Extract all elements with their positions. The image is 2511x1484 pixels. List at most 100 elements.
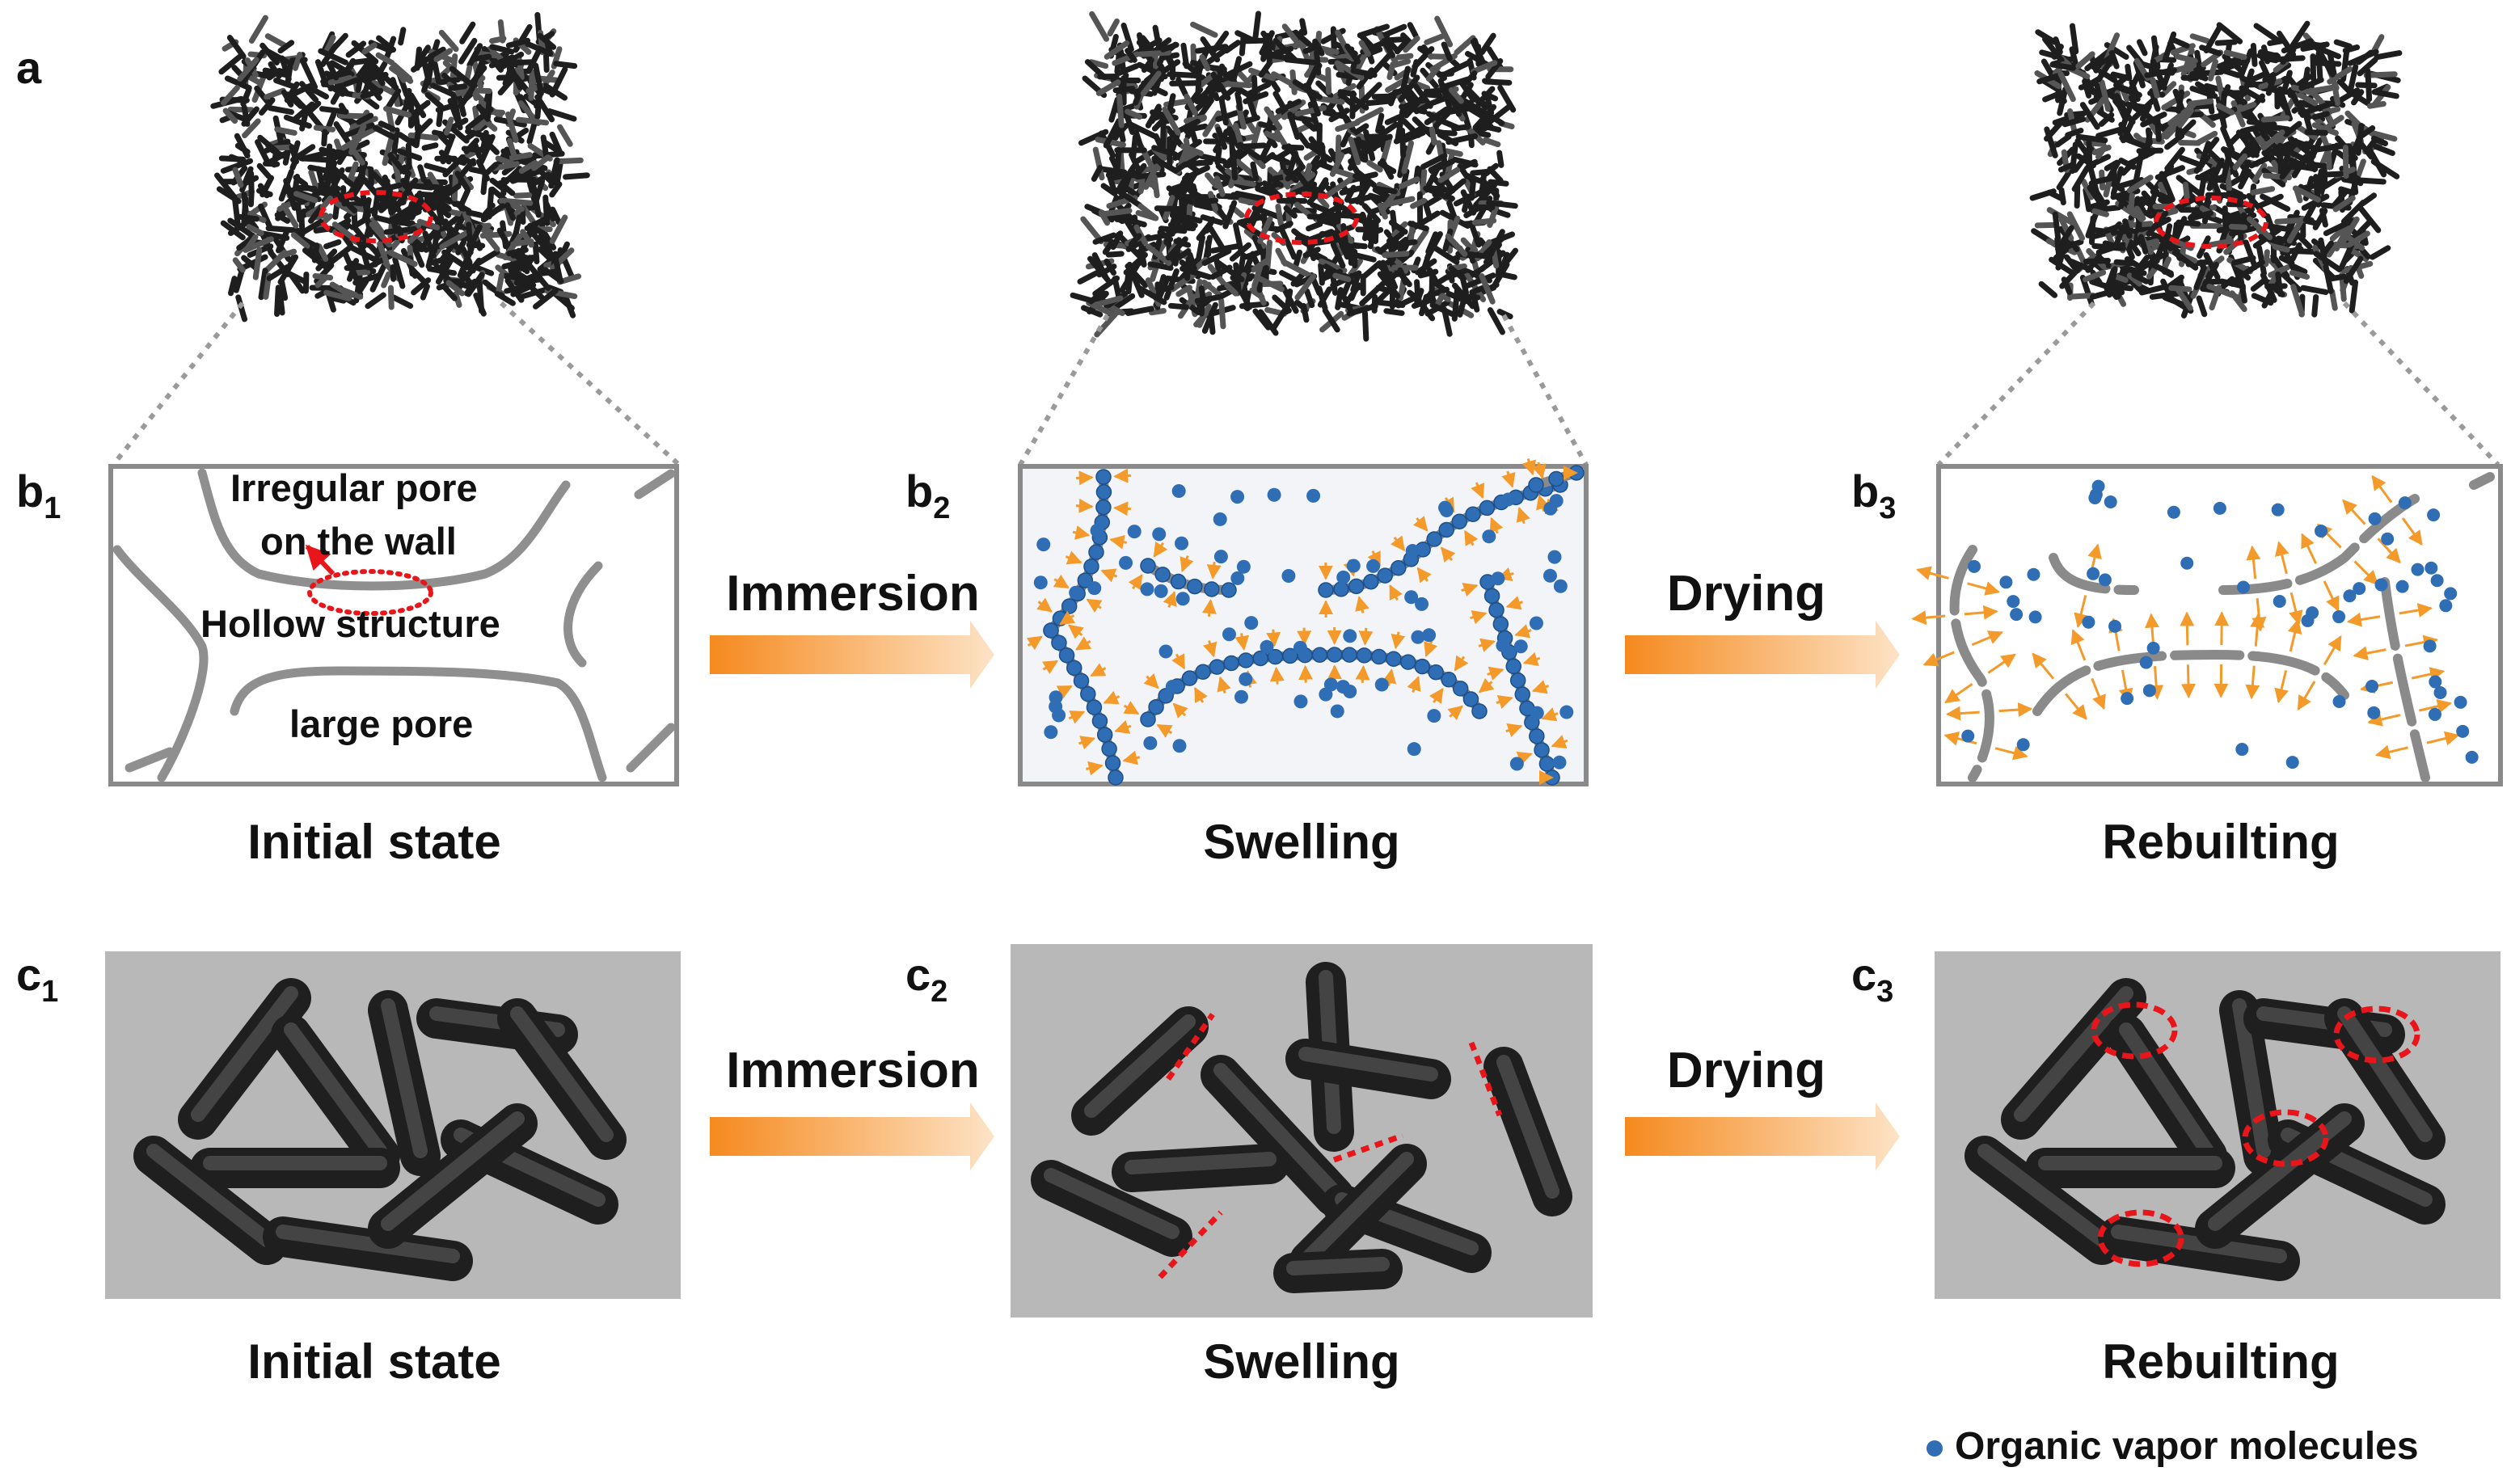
fiber-highlight — [2232, 998, 2271, 1158]
b2-free-molecule — [1036, 538, 1051, 552]
b3-free-molecule — [2332, 695, 2346, 709]
framework-initial — [210, 11, 590, 323]
b3-release-arrow — [2074, 595, 2088, 629]
fiber-highlight — [2208, 1111, 2352, 1231]
b2-adsorbed-molecule — [1426, 531, 1442, 547]
b2-adsorbed-molecule — [1043, 622, 1059, 639]
b2-adsorbed-molecule — [1095, 469, 1112, 485]
b2-adsorbed-molecule — [1428, 664, 1444, 681]
b3-release-arrow — [1994, 745, 2028, 761]
fiber-highlight — [1496, 1055, 1559, 1199]
b3-release-arrow — [2274, 541, 2289, 575]
b2-free-molecule — [1422, 628, 1437, 643]
b2-free-molecule — [1330, 704, 1344, 719]
b2-force-arrow — [1551, 735, 1568, 748]
b2-free-molecule — [1049, 699, 1063, 714]
b3-free-molecule — [2091, 479, 2105, 493]
b3-release-arrow — [2064, 693, 2087, 720]
b2-force-arrow — [1103, 690, 1120, 705]
b2-free-molecule — [1553, 579, 1568, 593]
fiber-highlight — [2337, 1006, 2433, 1142]
b2-free-molecule — [1127, 525, 1142, 539]
b2-adsorbed-molecule — [1438, 521, 1454, 538]
fiber-highlight — [276, 1225, 460, 1263]
b3-free-molecule — [2028, 610, 2042, 624]
b3-release-arrow — [2145, 613, 2159, 647]
b3-release-arrow — [2346, 612, 2381, 627]
b2-free-molecule — [1415, 597, 1429, 611]
b2-free-molecule — [1374, 677, 1389, 692]
b2-adsorbed-molecule — [1400, 654, 1416, 670]
b2-free-molecule — [1172, 739, 1187, 753]
b2-free-molecule — [1346, 559, 1361, 573]
pore-highlight-a1 — [319, 190, 433, 243]
b3-release-arrow — [2342, 499, 2366, 525]
panel-label-c3: c3 — [1851, 949, 1894, 1009]
b2-force-arrow — [1407, 676, 1421, 694]
b2-free-molecule — [1236, 559, 1251, 574]
b3-free-molecule — [2374, 578, 2388, 592]
b2-free-molecule — [1404, 590, 1419, 605]
b2-adsorbed-molecule — [1195, 664, 1211, 680]
b3-free-molecule — [2108, 619, 2122, 633]
b2-adsorbed-molecule — [1548, 470, 1564, 487]
b2-adsorbed-molecule — [1391, 559, 1407, 576]
b3-release-arrow — [2419, 698, 2453, 714]
b3-free-molecule — [2381, 532, 2395, 546]
b2-force-arrow — [1075, 470, 1094, 486]
b3-free-molecule — [2315, 524, 2328, 538]
b2-free-molecule — [1427, 709, 1441, 723]
b2-free-molecule — [1267, 487, 1281, 502]
b2-adsorbed-molecule — [1066, 660, 1082, 677]
b2-free-molecule — [1509, 757, 1524, 771]
b3-free-molecule — [2365, 680, 2379, 694]
b2-free-molecule — [1033, 575, 1048, 590]
framework-swollen — [1070, 11, 1519, 342]
b2-adsorbed-molecule — [1441, 672, 1457, 688]
fiber-highlight — [381, 998, 428, 1158]
b3-release-arrow — [1971, 630, 2003, 647]
b2-free-molecule — [1119, 555, 1133, 570]
b3-free-molecule — [2411, 563, 2424, 576]
b3-free-molecule — [2439, 599, 2453, 613]
b2-force-arrow — [1478, 638, 1496, 652]
b3-panel — [1911, 464, 2503, 786]
b3-free-molecule — [2142, 684, 2156, 698]
b2-force-arrow — [1068, 624, 1084, 639]
fiber-highlight — [1084, 1014, 1196, 1118]
b2-force-arrow — [1123, 701, 1140, 715]
b2-force-arrow — [1501, 470, 1516, 488]
b2-adsorbed-molecule — [1061, 598, 1078, 614]
b2-free-molecule — [1044, 725, 1058, 740]
b2-adsorbed-molecule — [1095, 499, 1112, 516]
panel-label-a: a — [16, 42, 42, 93]
b3-release-arrow — [1911, 610, 1946, 626]
b2-free-molecule — [1230, 490, 1245, 504]
b2-force-arrow — [1269, 666, 1285, 685]
b2-free-molecule — [1552, 755, 1567, 769]
b3-free-molecule — [2424, 561, 2438, 575]
b3-free-molecule — [2088, 491, 2102, 504]
fiber-highlight — [2119, 1022, 2214, 1158]
b2-adsorbed-molecule — [1529, 728, 1545, 744]
b2-free-molecule — [1143, 736, 1158, 750]
b2-adsorbed-molecule — [1083, 559, 1099, 575]
immersion-label-c: Immersion — [726, 1043, 980, 1098]
b2-force-arrow — [1516, 507, 1530, 525]
fiber-highlight — [284, 1022, 387, 1158]
b2-force-arrow — [1389, 584, 1403, 601]
fiber-highlight — [1213, 1063, 1341, 1199]
b2-adsorbed-molecule — [1341, 647, 1357, 663]
b3-free-molecule — [2423, 639, 2437, 653]
b2-force-arrow — [1355, 596, 1369, 613]
b3-free-molecule — [2306, 606, 2319, 620]
b2-adsorbed-molecule — [1356, 647, 1373, 664]
b3-free-molecule — [1961, 729, 1975, 743]
c3-rebonded-junction — [2333, 1005, 2420, 1064]
b2-free-molecule — [1140, 582, 1154, 597]
b2-force-arrow — [1156, 723, 1173, 738]
b2-free-molecule — [1175, 536, 1189, 550]
b2-force-arrow — [1059, 610, 1076, 626]
b3-free-molecule — [2121, 692, 2134, 706]
b2-force-arrow — [1078, 736, 1096, 750]
